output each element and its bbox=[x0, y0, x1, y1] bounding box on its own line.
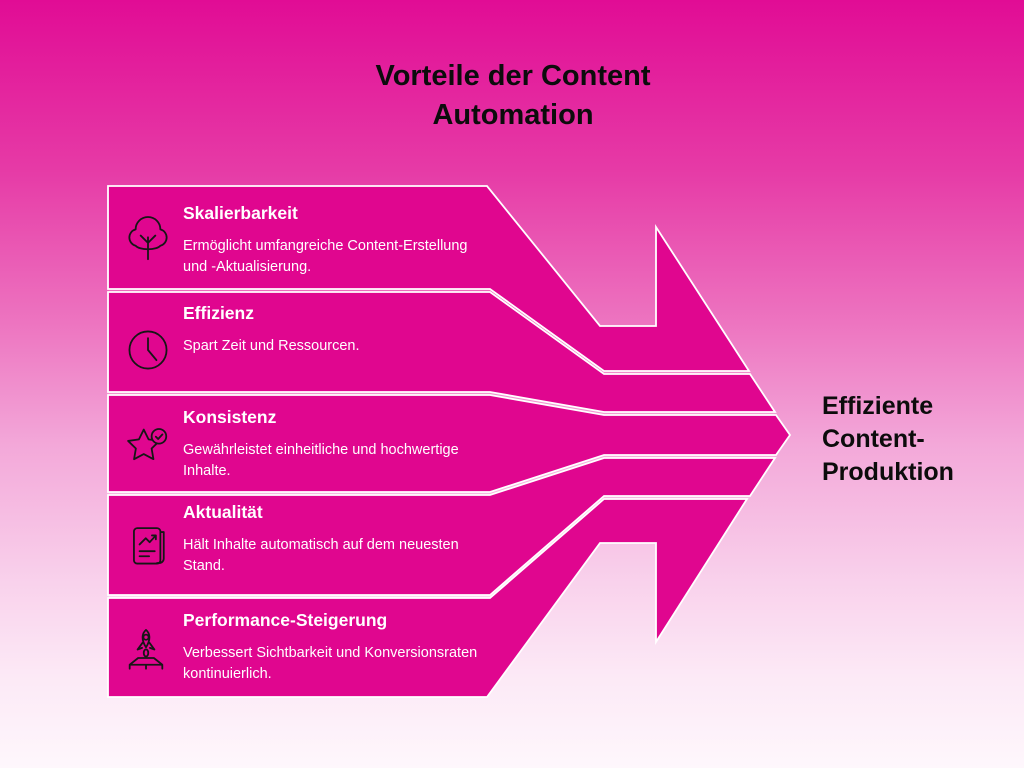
band-item: Konsistenz Gewährleistet einheitliche un… bbox=[183, 406, 523, 482]
band-shape-konsistenz bbox=[107, 394, 792, 493]
rocket-icon bbox=[119, 622, 173, 676]
tree-icon bbox=[121, 208, 175, 262]
band-description: Hält Inhalte automatisch auf dem neueste… bbox=[183, 537, 459, 574]
band-shape-performance bbox=[107, 498, 749, 698]
band-title: Skalierbarkeit bbox=[183, 203, 298, 223]
band-item: Skalierbarkeit Ermöglicht umfangreiche C… bbox=[183, 202, 523, 278]
clock-icon bbox=[121, 323, 175, 377]
band-shape-effizienz bbox=[107, 291, 777, 413]
band-title: Aktualität bbox=[183, 502, 263, 522]
band-description: Verbessert Sichtbarkeit und Konversionsr… bbox=[183, 645, 478, 682]
band-description: Gewährleistet einheitliche und hochwerti… bbox=[183, 442, 459, 479]
band-item: Aktualität Hält Inhalte automatisch auf … bbox=[183, 501, 523, 577]
band-description: Spart Zeit und Ressourcen. bbox=[183, 338, 360, 354]
band-title: Konsistenz bbox=[183, 407, 277, 427]
page-title: Vorteile der Content Automation bbox=[375, 60, 651, 131]
result-label: Effiziente Content- Produktion bbox=[822, 392, 954, 486]
star-check-icon bbox=[119, 420, 173, 474]
band-title: Performance-Steigerung bbox=[183, 610, 388, 630]
band-shape-aktualitaet bbox=[107, 457, 777, 596]
band-item: Performance-Steigerung Verbessert Sichtb… bbox=[183, 609, 523, 685]
band-description: Ermöglicht umfangreiche Content-Erstellu… bbox=[183, 238, 468, 275]
document-chart-icon bbox=[121, 518, 175, 572]
band-title: Effizienz bbox=[183, 303, 254, 323]
band-item: Effizienz Spart Zeit und Ressourcen. bbox=[183, 302, 523, 357]
band-shape-skalierbarkeit bbox=[107, 185, 751, 372]
